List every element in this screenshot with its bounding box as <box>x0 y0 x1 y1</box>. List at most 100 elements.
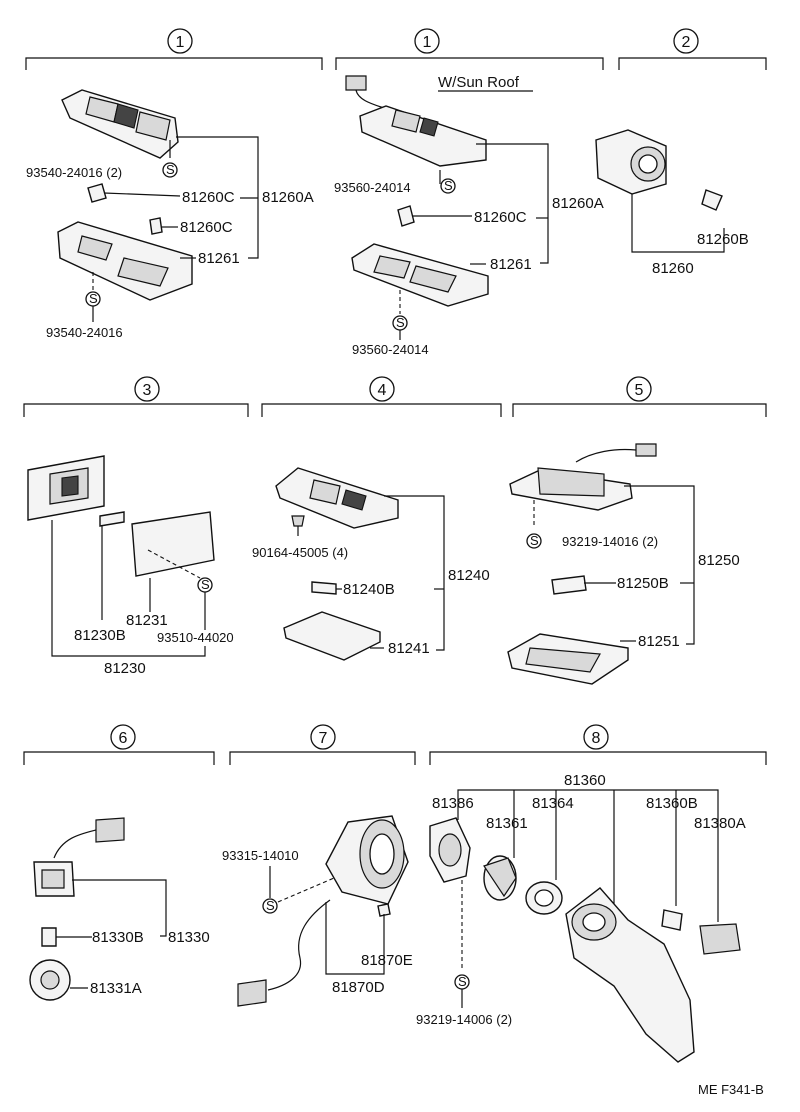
svg-text:3: 3 <box>143 382 152 399</box>
lens-drawing <box>283 611 381 661</box>
connector-drawing <box>575 443 657 463</box>
socket-drawing <box>33 861 75 897</box>
bulb-drawing <box>661 909 683 931</box>
svg-text:5: 5 <box>635 382 644 399</box>
socket-drawing <box>29 959 71 1001</box>
screw-symbol <box>162 162 178 178</box>
part-number: 81361 <box>486 815 528 832</box>
section-1b-room-lamp-sunroof: S 93560-24014 81260C 81260A 81261 S 9356… <box>334 75 604 357</box>
bulb-drawing <box>311 581 337 595</box>
connector-drawing <box>53 817 125 859</box>
part-number: 81364 <box>532 795 574 812</box>
connector-drawing <box>345 75 385 109</box>
svg-text:4: 4 <box>378 382 387 399</box>
section-header-8: 8 <box>429 724 767 765</box>
svg-text:S: S <box>89 291 98 306</box>
bulb-drawing <box>377 903 391 917</box>
part-number: 93560-24014 <box>352 342 429 357</box>
lamp-housing-drawing <box>61 89 179 159</box>
section-header-1a: 1 <box>25 28 323 70</box>
part-number: 81260C <box>182 189 235 206</box>
section-5-map-lamp: S 93219-14016 (2) 81250 81250B 81251 <box>507 443 740 685</box>
lens-drawing <box>131 511 215 577</box>
section-header-5: 5 <box>512 376 767 417</box>
part-number: 81260C <box>474 209 527 226</box>
part-number: 81360B <box>646 795 698 812</box>
part-number: 81330B <box>92 929 144 946</box>
section-header-3: 3 <box>23 376 249 417</box>
part-number: 93560-24014 <box>334 180 411 195</box>
lens-drawing <box>57 221 193 301</box>
bracket-drawing <box>565 887 695 1063</box>
section-header-1b: 1 W/Sun Roof <box>335 28 604 92</box>
lamp-housing-drawing <box>359 105 487 167</box>
lamp-body-drawing <box>325 815 409 905</box>
part-number: 81250 <box>698 552 740 569</box>
section-header-2: 2 <box>618 28 767 70</box>
screw-symbol <box>526 533 542 549</box>
part-number: 81260A <box>262 189 314 206</box>
section-2-lamp-socket: 81260B 81260 <box>595 129 749 277</box>
part-number: 81360 <box>564 772 606 789</box>
svg-text:S: S <box>530 533 539 548</box>
part-number: 81241 <box>388 640 430 657</box>
svg-text:S: S <box>201 577 210 592</box>
svg-text:2: 2 <box>682 34 691 51</box>
section-header-7: 7 <box>229 724 416 765</box>
section-7-key-illumination: 93315-14010 S 81870E 81870D <box>222 815 413 1007</box>
part-number: 81870D <box>332 979 385 996</box>
bulb-drawing <box>701 189 723 211</box>
lens-drawing <box>507 633 629 685</box>
part-number: 81261 <box>198 250 240 267</box>
sun-roof-subtitle: W/Sun Roof <box>438 74 520 91</box>
svg-text:S: S <box>396 315 405 330</box>
part-number: 93219-14006 (2) <box>416 1012 512 1027</box>
bezel-drawing <box>429 817 471 883</box>
screw-symbol <box>262 898 278 914</box>
bulb-drawing <box>41 927 57 947</box>
housing-drawing <box>27 455 105 521</box>
part-number: 81230 <box>104 660 146 677</box>
section-8-ignition-key-lamp: 81360 81386 81364 81360B 81361 81380A <box>416 772 746 1063</box>
svg-text:6: 6 <box>119 730 128 747</box>
part-number: 93540-24016 (2) <box>26 165 122 180</box>
part-number: 81260 <box>652 260 694 277</box>
part-number: 81240B <box>343 581 395 598</box>
part-number: 93219-14016 (2) <box>562 534 658 549</box>
wire-connector-drawing <box>237 899 331 1007</box>
part-number: 81230B <box>74 627 126 644</box>
screw-symbol <box>440 178 456 194</box>
part-number: 81386 <box>432 795 474 812</box>
svg-text:7: 7 <box>319 730 328 747</box>
bulb-drawing <box>551 575 587 595</box>
screw-drawing <box>291 515 305 536</box>
svg-text:S: S <box>458 974 467 989</box>
part-number: 81330 <box>168 929 210 946</box>
svg-text:S: S <box>266 898 275 913</box>
section-1a-room-lamp: S 93540-24016 (2) 81260C 81260A 81260C 8… <box>26 89 314 340</box>
part-number: 81260B <box>697 231 749 248</box>
part-number: 81231 <box>126 612 168 629</box>
part-number: 93315-14010 <box>222 848 299 863</box>
svg-text:S: S <box>444 178 453 193</box>
cap-drawing <box>483 855 517 901</box>
svg-text:S: S <box>166 162 175 177</box>
part-number: 90164-45005 (4) <box>252 545 348 560</box>
part-number: 81870E <box>361 952 413 969</box>
bulb-drawing <box>149 217 163 235</box>
lens-ring-drawing <box>525 881 563 915</box>
part-number: 81380A <box>694 815 746 832</box>
svg-text:8: 8 <box>592 730 601 747</box>
section-6-courtesy-lamp: 81330B 81330 81331A <box>29 817 210 1001</box>
part-number: 81331A <box>90 980 142 997</box>
part-number: 81251 <box>638 633 680 650</box>
section-4-vanity-lamp: 90164-45005 (4) 81240 81240B 81241 <box>252 467 490 661</box>
bulb-drawing <box>397 205 415 227</box>
part-number: 81260A <box>552 195 604 212</box>
housing-drawing <box>509 467 633 511</box>
part-number: 81240 <box>448 567 490 584</box>
svg-text:1: 1 <box>423 34 432 51</box>
housing-drawing <box>275 467 399 529</box>
